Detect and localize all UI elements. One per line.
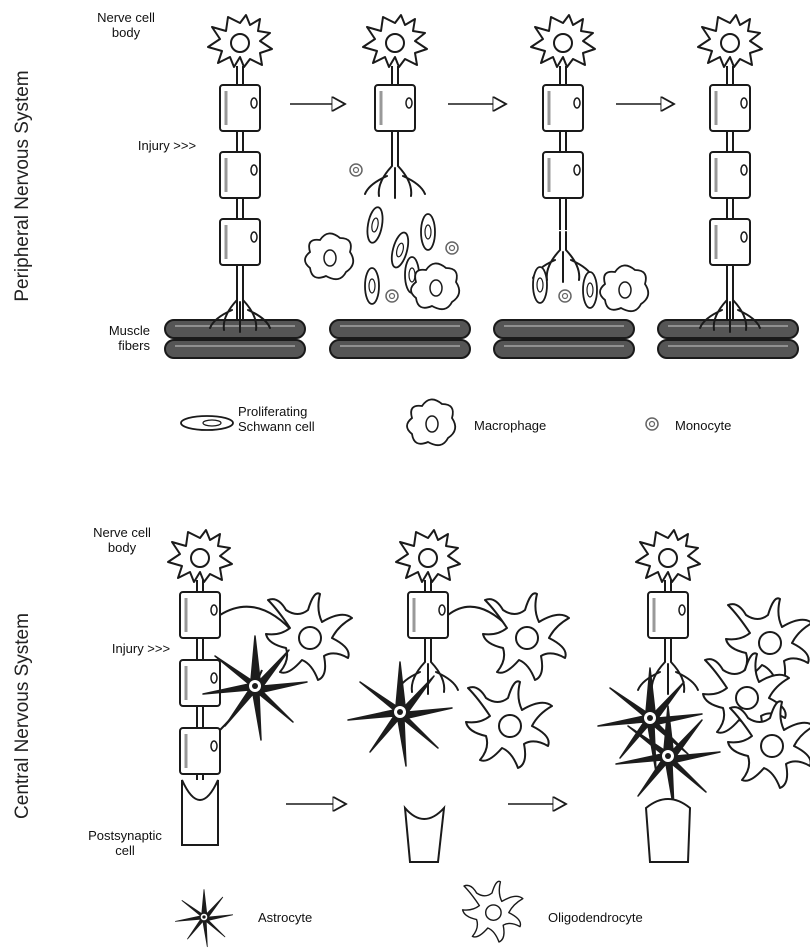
cns-stage-1	[168, 530, 352, 845]
pns-stage-2	[305, 15, 470, 358]
pns-stage-4	[658, 15, 798, 358]
legend-astrocyte-icon	[175, 890, 232, 947]
legend-oligodendrocyte-icon	[463, 881, 523, 942]
cns-stage-3	[598, 530, 810, 862]
legend-schwann-icon	[181, 416, 233, 430]
legend-macrophage-icon	[407, 399, 455, 445]
pns-stage-3	[494, 15, 648, 358]
legend-monocyte-icon	[646, 418, 658, 430]
cns-stage-2	[348, 530, 569, 862]
pns-stage-1	[165, 15, 305, 358]
